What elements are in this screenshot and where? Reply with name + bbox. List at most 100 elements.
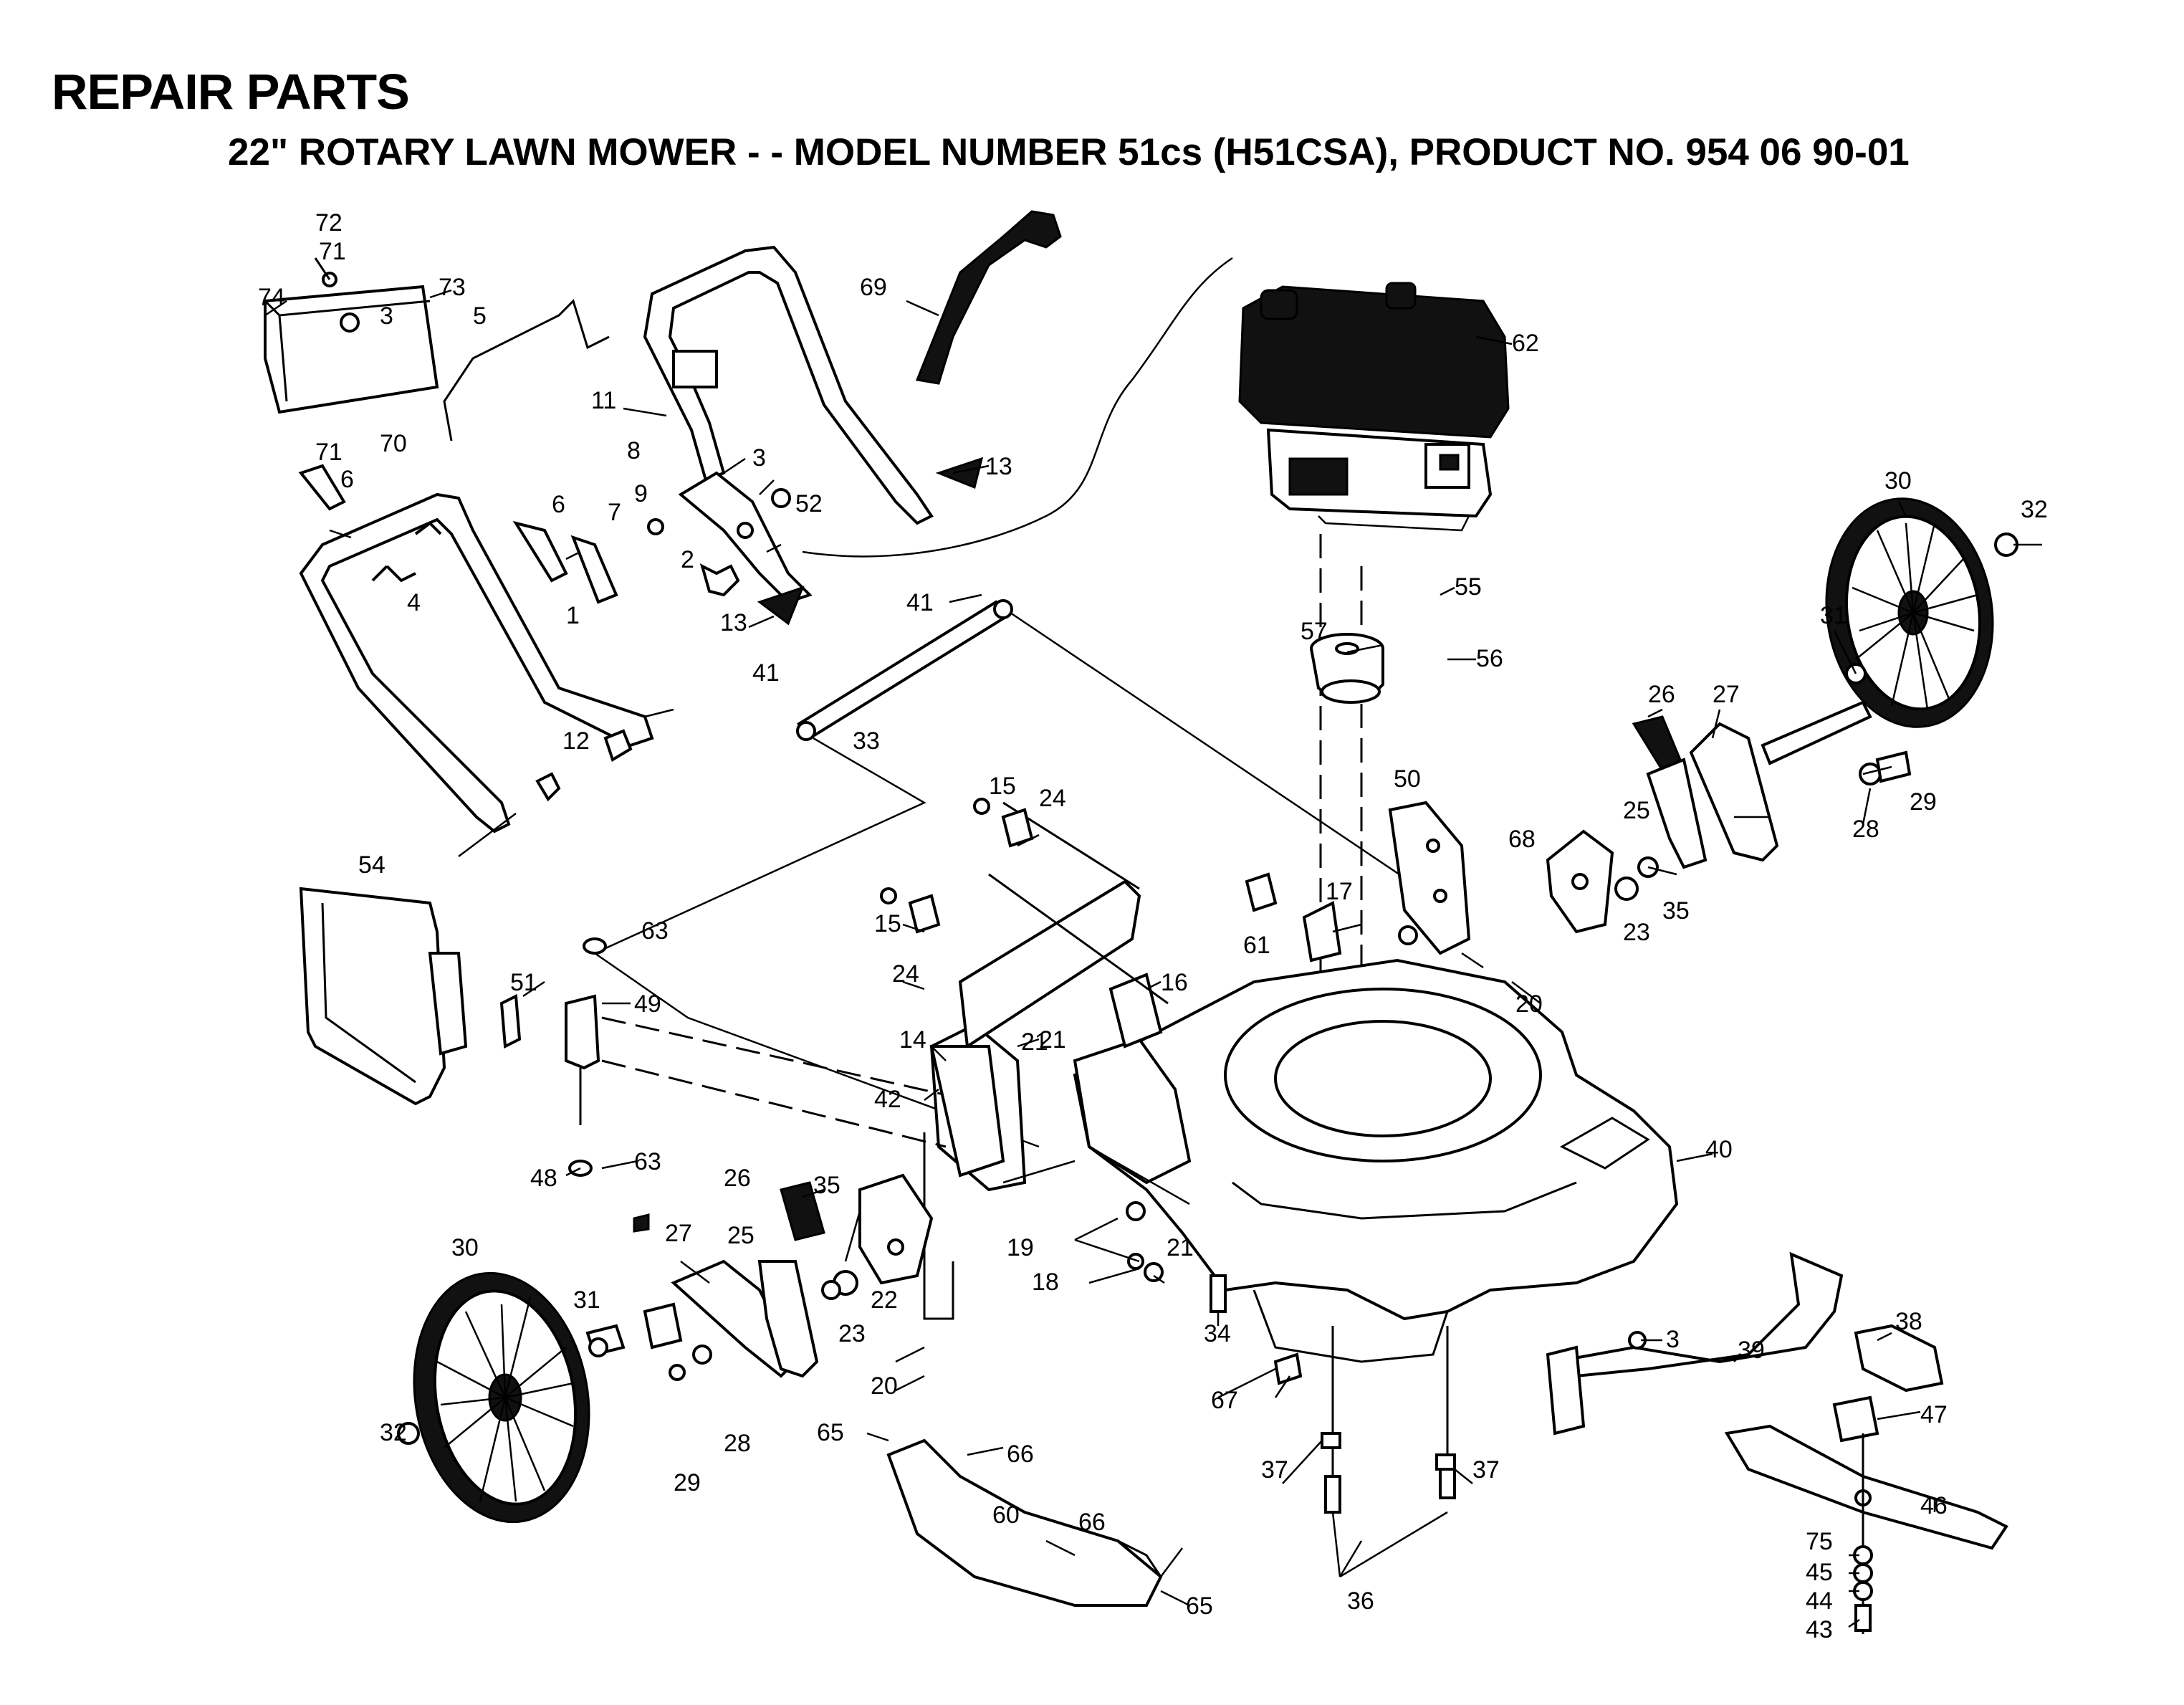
- callout-label: 41: [752, 659, 780, 687]
- callout-label: 40: [1705, 1136, 1733, 1163]
- front-bracket-left: [923, 1045, 1190, 1320]
- callout-label: 2: [681, 546, 694, 573]
- callout-label: 23: [1623, 919, 1650, 946]
- callout-label: 72: [315, 209, 343, 237]
- callout-label: 31: [1820, 602, 1847, 629]
- callout-label: 57: [1301, 618, 1328, 645]
- callout-label: 46: [1920, 1492, 1948, 1519]
- callout-label: 13: [985, 453, 1012, 480]
- callout-label: 60: [992, 1501, 1020, 1529]
- baffle: [1546, 1251, 1944, 1443]
- callout-label: 51: [510, 969, 537, 996]
- callout-label: 24: [1039, 785, 1066, 812]
- lower-handle: [299, 492, 674, 857]
- callout-label: 65: [817, 1419, 844, 1446]
- callout-label: 28: [1852, 816, 1879, 843]
- callout-label: 30: [451, 1234, 479, 1261]
- callout-label: 25: [727, 1222, 755, 1249]
- upper-handle: [643, 245, 934, 525]
- callout-label: 9: [634, 480, 648, 507]
- callout-label: 17: [1326, 878, 1353, 905]
- page-title: REPAIR PARTS: [52, 64, 410, 120]
- callout-label: 4: [407, 589, 421, 616]
- callout-label: 55: [1455, 573, 1482, 601]
- callout-label: 71: [319, 238, 346, 265]
- callout-label: 37: [1261, 1456, 1288, 1484]
- grass-bag-frame: [299, 887, 468, 1106]
- callout-label: 20: [1515, 990, 1543, 1018]
- callout-label: 27: [1713, 681, 1740, 708]
- callout-label: 22: [871, 1286, 898, 1314]
- callout-label: 68: [1508, 826, 1536, 853]
- mower-deck: [1073, 958, 1679, 1363]
- callout-label: 3: [380, 302, 393, 330]
- callout-label: 66: [1078, 1509, 1106, 1536]
- callout-label: 27: [665, 1220, 692, 1247]
- blade-adapter: [1310, 633, 1384, 704]
- callout-label: 29: [1910, 788, 1937, 816]
- callout-label: 26: [724, 1165, 751, 1192]
- callout-label: 54: [358, 851, 385, 879]
- engine: [1238, 282, 1510, 532]
- control-wire: [443, 299, 610, 441]
- throttle-grip: [915, 210, 1062, 385]
- callout-label: 3: [752, 444, 766, 472]
- callout-label: 43: [1806, 1616, 1833, 1643]
- blade: [1724, 1424, 2008, 1634]
- callout-label: 73: [439, 274, 466, 301]
- callout-label: 41: [906, 589, 934, 616]
- height-adjuster-right: [1614, 663, 1912, 901]
- rear-door: [880, 798, 1169, 1049]
- deck-bolts: [1210, 1274, 1456, 1578]
- callout-label: 28: [724, 1430, 751, 1457]
- callout-label: 65: [1186, 1592, 1213, 1620]
- callout-label: 25: [1623, 797, 1650, 824]
- callout-label: 66: [1007, 1441, 1034, 1468]
- callout-label: 42: [874, 1086, 901, 1113]
- callout-label: 52: [795, 490, 823, 517]
- callout-label: 67: [1211, 1387, 1238, 1414]
- callout-label: 61: [1243, 932, 1270, 959]
- callout-label: 3: [1666, 1326, 1680, 1353]
- callout-label: 32: [380, 1419, 407, 1446]
- callout-label: 37: [1472, 1456, 1500, 1484]
- rear-wheel-right: [1825, 497, 2018, 728]
- callout-label: 38: [1895, 1308, 1922, 1335]
- rear-flap-parts: [499, 937, 954, 1177]
- callout-label: 23: [838, 1320, 866, 1347]
- page-subtitle: 22" ROTARY LAWN MOWER - - MODEL NUMBER 5…: [228, 131, 1910, 173]
- callout-label: 16: [1161, 969, 1188, 996]
- callout-label: 63: [634, 1148, 661, 1175]
- callout-label: 11: [591, 387, 616, 414]
- callout-label: 45: [1806, 1559, 1833, 1586]
- callout-label: 12: [562, 727, 590, 755]
- callout-label: 74: [258, 284, 285, 311]
- callout-label: 24: [892, 960, 919, 988]
- callout-label: 15: [989, 773, 1016, 800]
- callout-label: 21: [1039, 1026, 1066, 1054]
- callout-label: 21: [1167, 1234, 1194, 1261]
- callout-label: 19: [1007, 1234, 1034, 1261]
- callout-label: 29: [674, 1469, 701, 1496]
- callout-label: 36: [1347, 1587, 1374, 1615]
- callout-labels: 72 71 73 74 3 5 71 70 6 11 69 62 8 3 13 …: [258, 209, 2048, 1643]
- callout-label: 50: [1394, 765, 1421, 793]
- callout-label: 47: [1920, 1401, 1948, 1428]
- callout-label: 35: [1662, 897, 1690, 925]
- callout-label: 26: [1648, 681, 1675, 708]
- callout-label: 34: [1204, 1320, 1231, 1347]
- height-adjuster-left: [585, 1173, 934, 1381]
- callout-label: 15: [874, 910, 901, 937]
- callout-label: 70: [380, 430, 407, 457]
- callout-label: 39: [1738, 1337, 1765, 1364]
- callout-label: 49: [634, 990, 661, 1018]
- callout-label: 69: [860, 274, 887, 301]
- callout-label: 56: [1476, 645, 1503, 672]
- callout-label: 75: [1806, 1528, 1833, 1555]
- callout-label: 18: [1032, 1269, 1059, 1296]
- callout-label: 7: [608, 499, 621, 526]
- control-box: [264, 257, 439, 414]
- callout-label: 31: [573, 1286, 600, 1314]
- callout-label: 6: [340, 466, 354, 493]
